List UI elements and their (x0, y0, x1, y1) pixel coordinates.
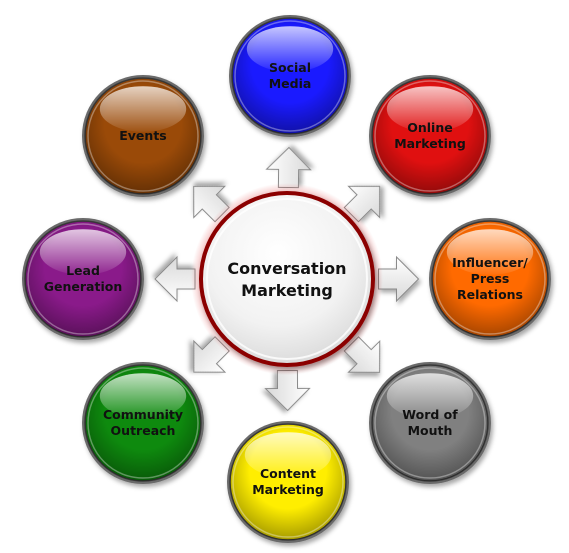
center-label-line2: Marketing (241, 281, 333, 300)
node-label-influencer-press-relations-0: Influencer/ (452, 255, 528, 270)
node-label-social-media-1: Media (269, 76, 312, 91)
arrow-to-lead-generation (154, 255, 196, 303)
node-label-lead-generation-0: Lead (66, 263, 100, 278)
node-label-content-marketing-0: Content (260, 466, 316, 481)
nodes-layer: SocialMediaOnlineMarketingInfluencer/Pre… (22, 15, 551, 543)
node-label-events-0: Events (119, 128, 166, 143)
node-events: Events (82, 75, 204, 197)
node-label-community-outreach-0: Community (103, 407, 183, 422)
node-label-social-media-0: Social (269, 60, 311, 75)
node-label-word-of-mouth-1: Mouth (408, 423, 453, 438)
arrow-to-social-media (265, 146, 312, 189)
node-label-influencer-press-relations-2: Relations (457, 287, 523, 302)
node-label-online-marketing-1: Marketing (394, 136, 466, 151)
node-label-content-marketing-1: Marketing (252, 482, 324, 497)
node-label-word-of-mouth-0: Word of (402, 407, 458, 422)
node-label-online-marketing-0: Online (407, 120, 452, 135)
node-label-lead-generation-1: Generation (44, 279, 122, 294)
center-circle: Conversation Marketing (191, 183, 383, 375)
arrow-to-content-marketing (264, 369, 311, 412)
node-label-influencer-press-relations-1: Press (471, 271, 510, 286)
center-label-line1: Conversation (227, 259, 346, 278)
arrow-to-influencer-press-relations (378, 255, 420, 303)
node-label-community-outreach-1: Outreach (111, 423, 176, 438)
